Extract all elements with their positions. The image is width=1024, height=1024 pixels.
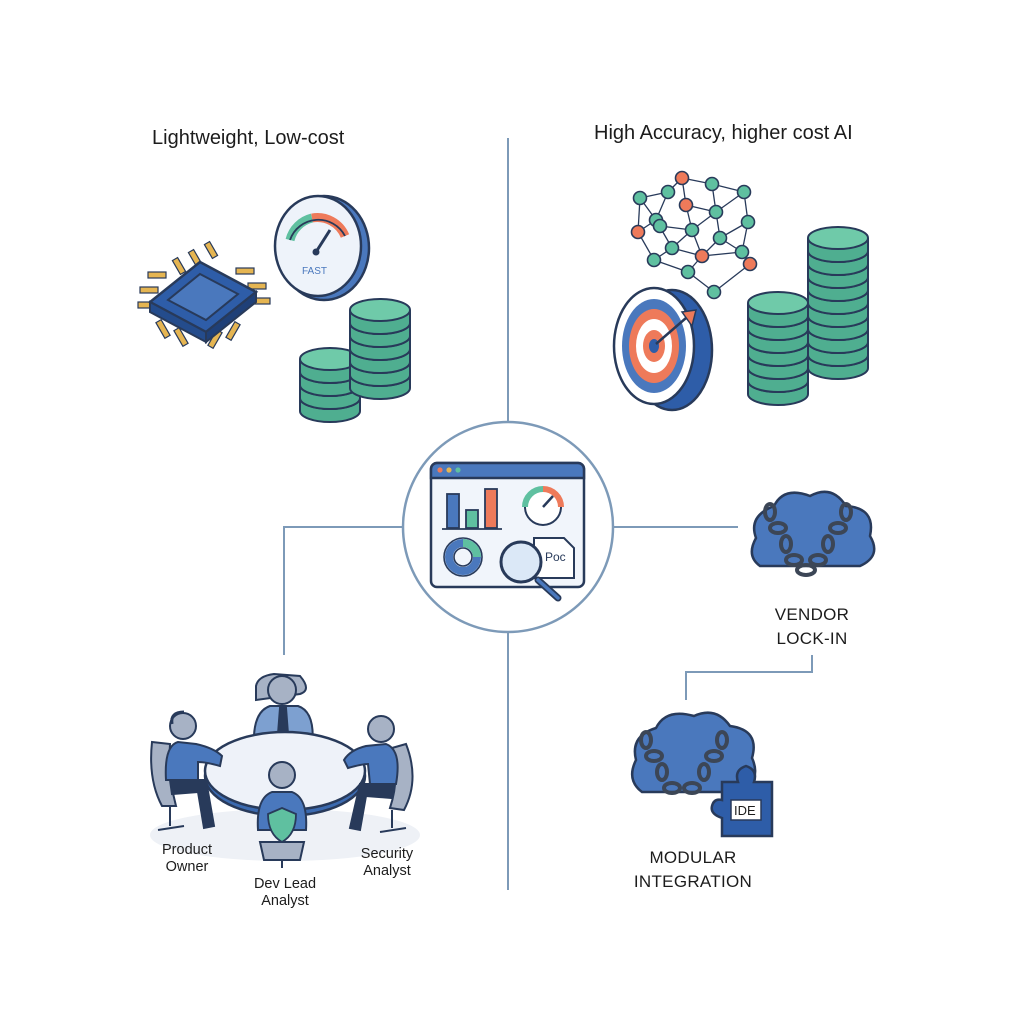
coin-stack (349, 298, 411, 400)
gauge-chart-icon (522, 486, 564, 526)
network-node (734, 244, 750, 260)
left-connector (283, 526, 403, 655)
role-security-analyst: Security Analyst (350, 846, 424, 880)
role-dev-lead: Dev Lead Analyst (248, 876, 322, 910)
network-node (708, 204, 724, 220)
chained-cloud-puzzle-icon: IDE (630, 711, 774, 838)
chained-cloud-icon (750, 490, 876, 577)
role-line2: Analyst (261, 893, 309, 909)
shield-icon (267, 807, 297, 844)
network-node (630, 224, 646, 240)
role-line1: Security (360, 846, 414, 862)
vendor-line2: LOCK-IN (776, 629, 848, 648)
network-node (706, 284, 722, 300)
network-node (742, 256, 758, 272)
doc-label: Poc (545, 550, 566, 564)
role-line2: Analyst (363, 863, 411, 879)
modular-integration-label: MODULAR INTEGRATION (628, 846, 758, 894)
modular-line1: MODULAR (649, 848, 737, 867)
ide-label: IDE (734, 803, 756, 818)
coin-stacks-small (299, 298, 411, 423)
person-left (164, 710, 224, 830)
network-node (684, 222, 700, 238)
target-icon (612, 286, 714, 412)
donut-chart-icon (443, 537, 483, 577)
speedometer-icon: FAST (273, 194, 371, 302)
network-node (632, 190, 648, 206)
coin-stack (807, 226, 869, 380)
coin-stack (747, 291, 809, 406)
vendor-modular-connector (685, 655, 813, 700)
network-node (740, 214, 756, 230)
coin-stacks-large (747, 226, 869, 406)
magnifier-icon (499, 540, 562, 602)
role-line2: Owner (165, 859, 209, 875)
neural-network-icon (630, 170, 758, 300)
network-node (674, 170, 690, 186)
role-line1: Dev Lead (253, 876, 317, 892)
coin-stack (299, 347, 361, 423)
quadrant-title-high-accuracy: High Accuracy, higher cost AI (594, 122, 853, 144)
network-node (646, 252, 662, 268)
vendor-line1: VENDOR (774, 605, 850, 624)
role-line1: Product (162, 842, 212, 858)
network-node (678, 197, 694, 213)
quadrant-title-lightweight: Lightweight, Low-cost (152, 127, 345, 149)
network-node (664, 240, 680, 256)
network-node (704, 176, 720, 192)
chip-icon (137, 240, 271, 350)
network-node (652, 218, 668, 234)
modular-line2: INTEGRATION (633, 872, 753, 891)
person-front (256, 761, 308, 868)
role-product-owner: Product Owner (152, 842, 222, 876)
bar-chart-icon (442, 488, 502, 530)
network-node (694, 248, 710, 264)
vendor-lock-in-label: VENDOR LOCK-IN (764, 603, 860, 651)
network-node (680, 264, 696, 280)
network-node (712, 230, 728, 246)
network-node (736, 184, 752, 200)
fast-label: FAST (302, 266, 327, 277)
network-node (660, 184, 676, 200)
person-right (342, 715, 399, 832)
